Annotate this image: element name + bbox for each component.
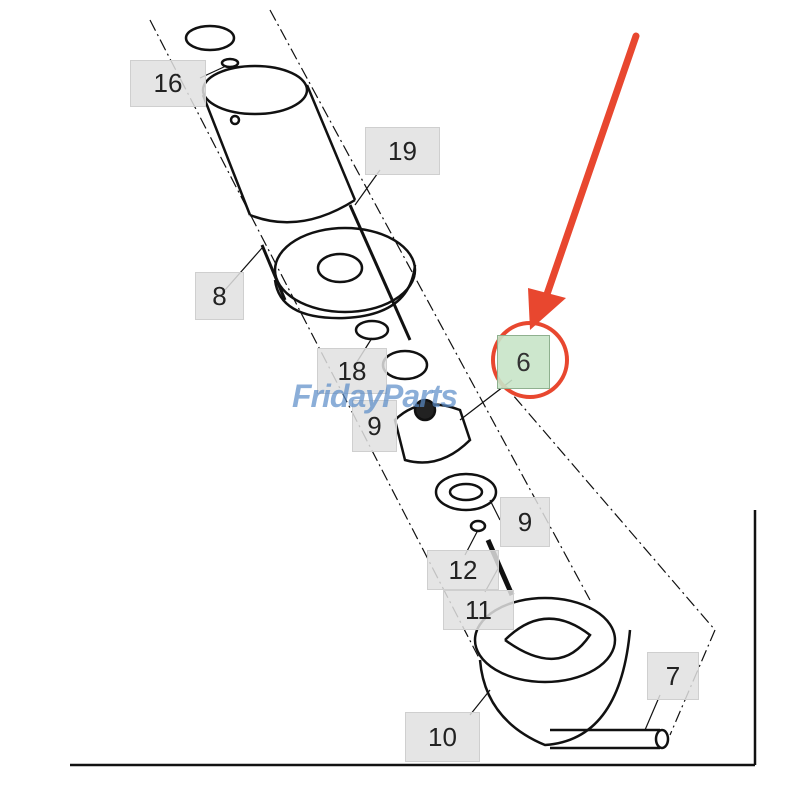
red-arrow-head: [528, 288, 566, 330]
part-8-bolt: [260, 244, 287, 301]
callout-7[interactable]: 7: [647, 652, 699, 700]
part-top-cap: [184, 24, 236, 52]
red-arrow-shaft: [541, 32, 640, 304]
callout-8[interactable]: 8: [195, 272, 244, 320]
part-16-cylinder: [201, 64, 357, 224]
part-9-seal-lower: [434, 472, 498, 512]
callout-12[interactable]: 12: [427, 550, 499, 590]
part-7-pin: [550, 728, 670, 750]
callout-19[interactable]: 19: [365, 127, 440, 175]
part-18-washer: [354, 319, 390, 341]
callout-9-upper[interactable]: 9: [352, 400, 397, 452]
callout-9-lower[interactable]: 9: [500, 497, 550, 547]
axis-lines: [149, 9, 716, 736]
part-flange: [273, 204, 417, 341]
callout-6[interactable]: 6: [497, 335, 550, 389]
part-12-nut: [469, 519, 487, 533]
callout-11[interactable]: 11: [443, 590, 514, 630]
callout-10[interactable]: 10: [405, 712, 480, 762]
watermark-logo: FridayParts: [292, 378, 458, 414]
part-6-hub: [393, 398, 472, 464]
callout-18[interactable]: 18: [317, 348, 387, 394]
part-10-housing: [473, 596, 632, 747]
part-11-bolt: [485, 539, 515, 596]
callout-16[interactable]: 16: [130, 60, 206, 107]
part-9-seal-upper: [381, 349, 429, 381]
